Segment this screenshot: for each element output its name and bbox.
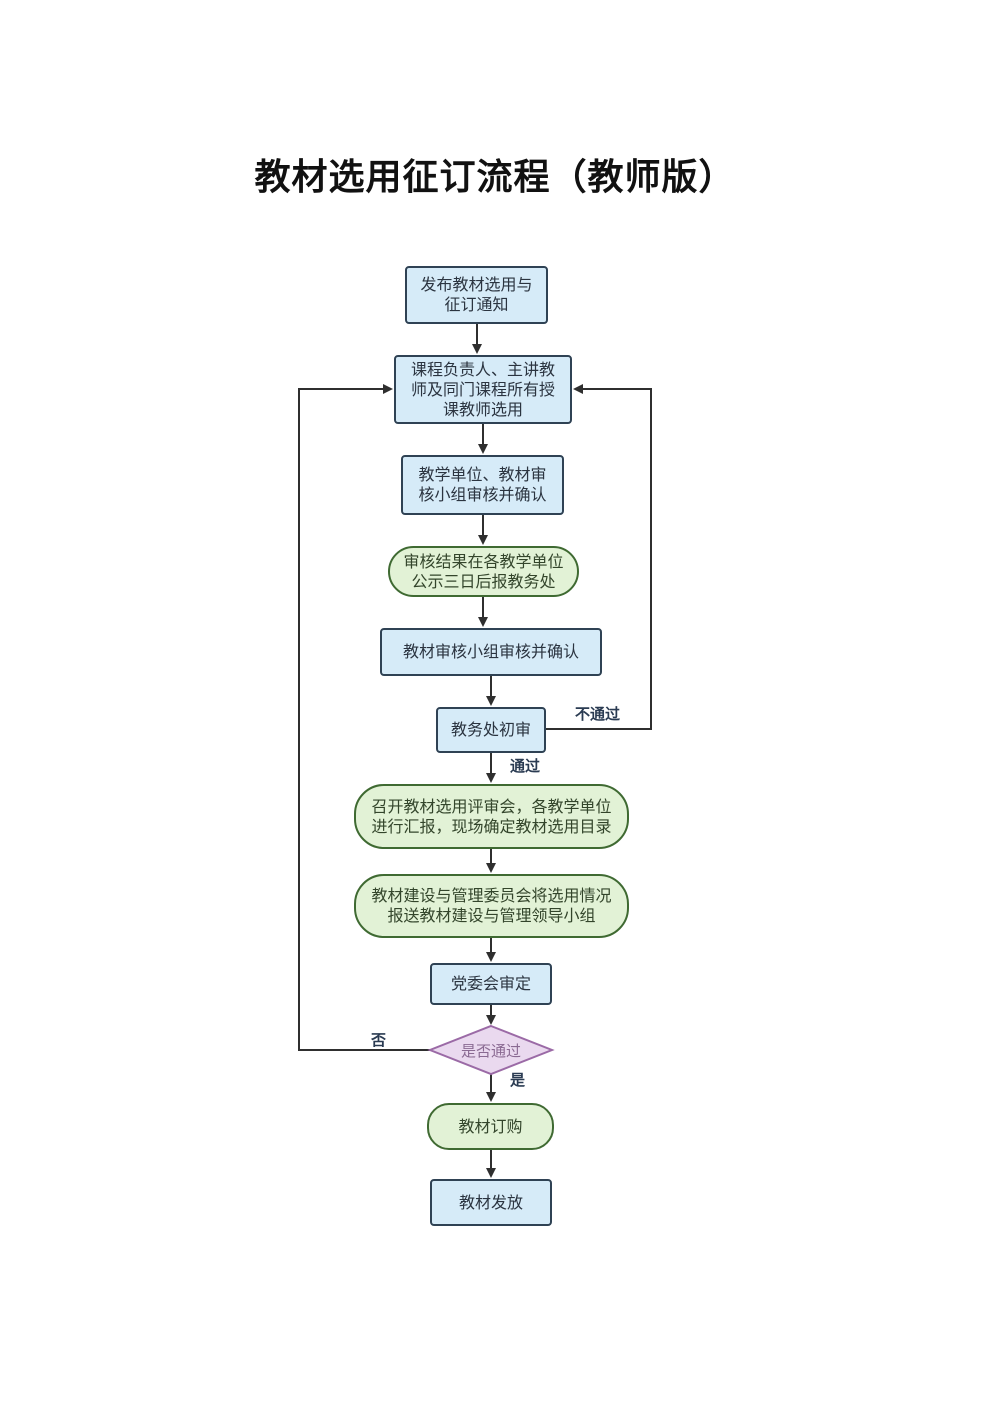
edge-label-no: 否 — [371, 1031, 387, 1049]
node-label: 教材订购 — [458, 1116, 523, 1136]
node-label: 召开教材选用评审会，各教学单位 进行汇报，现场确定教材选用目录 — [371, 796, 612, 836]
node-evaluation-meeting: 召开教材选用评审会，各教学单位 进行汇报，现场确定教材选用目录 — [354, 784, 629, 849]
node-label: 教材审核小组审核并确认 — [402, 642, 579, 661]
node-academic-affairs-review: 教务处初审 — [436, 707, 546, 753]
decision-label: 是否通过 — [460, 1042, 521, 1060]
node-label: 发布教材选用与 征订通知 — [420, 275, 533, 314]
node-party-committee: 党委会审定 — [430, 963, 552, 1005]
connector-fail-loop — [546, 384, 652, 730]
node-textbook-distribution: 教材发放 — [430, 1179, 552, 1226]
node-label: 课程负责人、主讲教 师及同门课程所有授 课教师选用 — [410, 359, 555, 419]
node-report-to-leadership: 教材建设与管理委员会将选用情况 报送教材建设与管理领导小组 — [354, 874, 629, 938]
node-publish-notice: 发布教材选用与 征订通知 — [405, 266, 548, 324]
decision-diamond — [427, 1024, 555, 1076]
node-label: 教材建设与管理委员会将选用情况 报送教材建设与管理领导小组 — [371, 886, 612, 925]
edge-label-pass: 通过 — [510, 757, 541, 775]
node-label: 党委会审定 — [450, 974, 531, 993]
node-textbook-ordering: 教材订购 — [427, 1103, 554, 1150]
node-teacher-selection: 课程负责人、主讲教 师及同门课程所有授 课教师选用 — [394, 355, 572, 424]
node-label: 教学单位、教材审 核小组审核并确认 — [418, 465, 547, 504]
node-label: 教务处初审 — [450, 720, 531, 739]
page-title: 教材选用征订流程（教师版） — [254, 157, 736, 198]
node-unit-review: 教学单位、教材审 核小组审核并确认 — [401, 455, 564, 515]
edge-label-fail: 不通过 — [575, 705, 621, 723]
node-publicity: 审核结果在各教学单位 公示三日后报教务处 — [388, 546, 579, 597]
edge-label-yes: 是 — [510, 1071, 526, 1089]
connector-no-loop — [298, 384, 430, 1051]
node-committee-review: 教材审核小组审核并确认 — [380, 628, 602, 676]
node-label: 审核结果在各教学单位 公示三日后报教务处 — [403, 551, 564, 591]
node-label: 教材发放 — [458, 1192, 523, 1212]
